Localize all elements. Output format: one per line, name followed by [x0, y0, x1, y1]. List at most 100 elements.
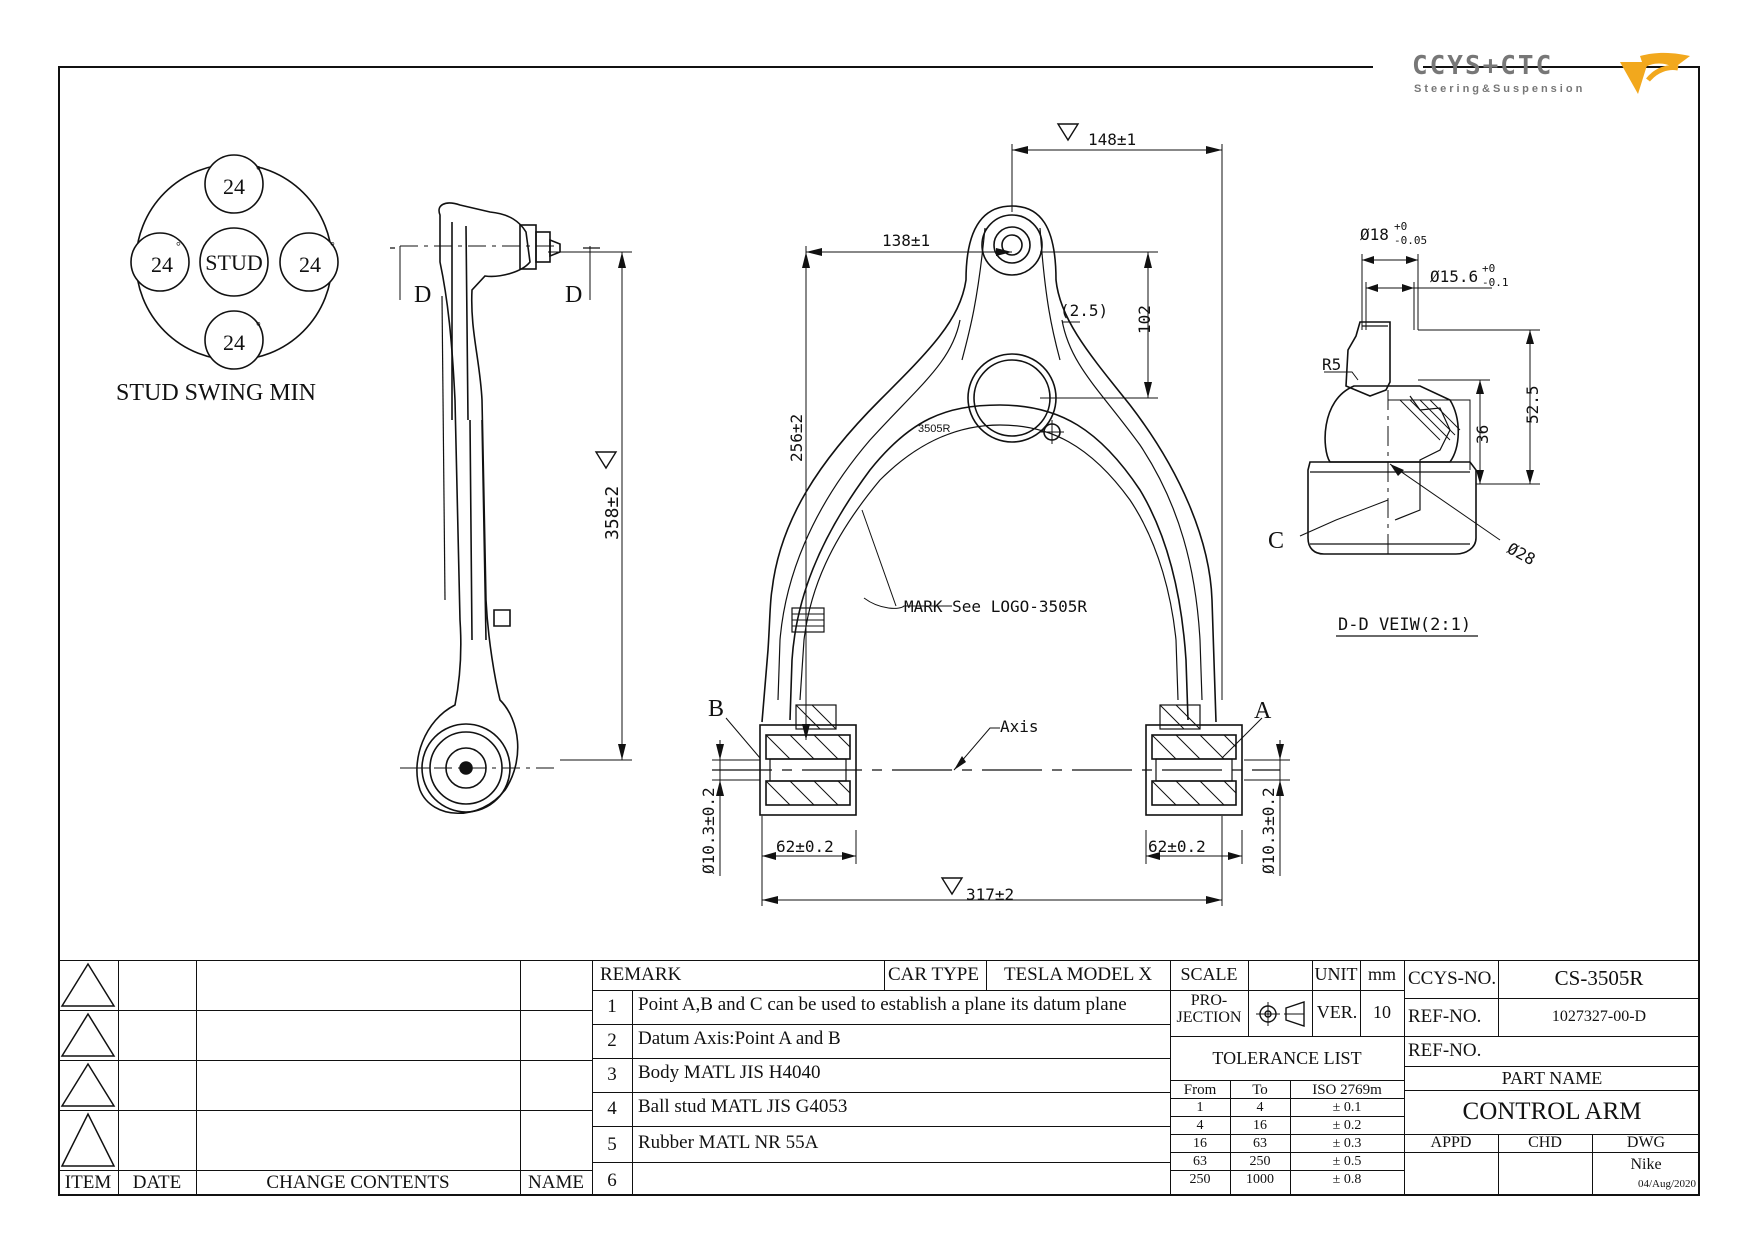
- swing-angle-left: 24: [151, 252, 173, 277]
- ver-value: 10: [1373, 1002, 1391, 1022]
- swing-angle-bottom: 24: [223, 330, 245, 355]
- dim-height-36: 36: [1473, 425, 1492, 444]
- side-view: D D 358±2: [390, 202, 632, 814]
- point-c-label: C: [1268, 528, 1284, 554]
- tol-value: ± 0.8: [1332, 1172, 1362, 1187]
- part-name-value: CONTROL ARM: [1462, 1098, 1642, 1125]
- ref-no-value: 1027327-00-D: [1551, 1008, 1647, 1025]
- ccys-no-label: CCYS-NO.: [1408, 968, 1497, 989]
- dim-ball-offset: 138±1: [882, 231, 930, 250]
- projection-label: PRO- JECTION: [1176, 992, 1242, 1026]
- dim-stud-dia-mid: Ø15.6: [1430, 267, 1478, 286]
- dwg-name: Nike: [1630, 1156, 1662, 1173]
- remark-num: 6: [607, 1170, 617, 1191]
- tolerance-title: TOLERANCE LIST: [1212, 1048, 1362, 1068]
- unit-value: mm: [1367, 964, 1396, 984]
- axis-label: Axis: [1000, 717, 1039, 736]
- tol-value: ± 0.2: [1332, 1118, 1362, 1133]
- remark-num: 3: [607, 1064, 617, 1085]
- tol-from: 4: [1196, 1118, 1204, 1133]
- ref-no-value-2: [1498, 1040, 1700, 1066]
- revision-triangles: [60, 962, 116, 1167]
- remark-num: 5: [607, 1134, 617, 1155]
- dim-fillet: (2.5): [1060, 301, 1108, 320]
- car-type-label: CAR TYPE: [888, 964, 979, 985]
- dim-overall-width: 317±2: [966, 885, 1014, 904]
- swing-angle-top: 24: [223, 174, 245, 199]
- dim-bush-dia-left: Ø10.3±0.2: [699, 787, 718, 874]
- tol-value: ± 0.5: [1332, 1154, 1362, 1169]
- ver-label: VER.: [1316, 1002, 1358, 1022]
- car-type-value: TESLA MODEL X: [1003, 964, 1153, 985]
- ref-no-label-2: REF-NO.: [1408, 1040, 1482, 1061]
- logo-tagline: Steering&Suspension: [1414, 83, 1585, 95]
- dim-top-width: 148±1: [1088, 130, 1136, 149]
- rev-header-change: CHANGE CONTENTS: [266, 1172, 450, 1193]
- logo-swoosh-icon: [1620, 52, 1690, 94]
- chd-label: CHD: [1528, 1134, 1562, 1151]
- tol-value: ± 0.1: [1332, 1100, 1362, 1115]
- stud-swing-diagram: STUD 24 24 24 24 ° ° ° ° STUD SWING MIN: [116, 154, 339, 406]
- dim-ball-height: 102: [1135, 305, 1154, 334]
- section-title: D-D VEIW(2:1): [1338, 615, 1471, 635]
- remark-num: 2: [607, 1030, 617, 1051]
- dim-radius: R5: [1322, 355, 1341, 374]
- dwg-date: 04/Aug/2020: [1637, 1178, 1696, 1190]
- dim-bush-width-right: 62±0.2: [1148, 837, 1206, 856]
- section-letter-left: D: [414, 282, 431, 308]
- dim-stud-dia-top: Ø18: [1360, 225, 1389, 244]
- length-dim: 358±2: [602, 486, 623, 540]
- remark-header: REMARK: [600, 964, 682, 985]
- appd-label: APPD: [1430, 1134, 1472, 1151]
- degree-mark: °: [256, 163, 261, 177]
- tol-upper: +0: [1482, 262, 1495, 275]
- unit-label: UNIT: [1314, 964, 1358, 984]
- bushing-right: [1145, 704, 1243, 816]
- part-name-label: PART NAME: [1501, 1068, 1603, 1088]
- dwg-label: DWG: [1626, 1134, 1666, 1151]
- rev-header-date: DATE: [132, 1172, 182, 1193]
- tol-from: 63: [1193, 1154, 1207, 1169]
- tol-header-from: From: [1183, 1082, 1217, 1098]
- point-a-label: A: [1254, 698, 1272, 724]
- remark-text: Datum Axis:Point A and B: [638, 1028, 841, 1049]
- remark-text: Point A,B and C can be used to establish…: [638, 994, 1127, 1015]
- ref-no-label: REF-NO.: [1408, 1006, 1482, 1027]
- tol-to: 250: [1249, 1154, 1271, 1169]
- border-gap: [1373, 62, 1423, 70]
- bushing-left: [759, 704, 857, 816]
- tb-top-line: [58, 960, 1700, 961]
- remark-num: 1: [607, 996, 617, 1017]
- tol-header-iso: ISO 2769m: [1312, 1082, 1382, 1098]
- scale-label: SCALE: [1180, 964, 1238, 984]
- sheet-border: [58, 66, 1700, 1196]
- logo-brand: CCYS+CTC: [1412, 51, 1553, 81]
- dim-height-52: 52.5: [1523, 385, 1542, 424]
- dim-height: 256±2: [787, 414, 806, 462]
- tol-upper: +0: [1394, 220, 1407, 233]
- degree-mark: °: [176, 239, 181, 253]
- tol-from: 1: [1196, 1100, 1204, 1115]
- tol-from: 16: [1193, 1136, 1207, 1151]
- technical-drawing: STUD 24 24 24 24 ° ° ° ° STUD SWING MIN: [116, 123, 1542, 906]
- stud-swing-title: STUD SWING MIN: [116, 380, 316, 406]
- tol-to: 4: [1256, 1100, 1264, 1115]
- dim-bush-width-left: 62±0.2: [776, 837, 834, 856]
- tol-lower: -0.1: [1482, 276, 1509, 289]
- tol-lower: -0.05: [1394, 234, 1427, 247]
- dim-housing-dia: Ø28: [1504, 539, 1538, 569]
- section-view: Ø18 +0 -0.05 Ø15.6 +0 -0.1 R5 36 52.5 Ø2…: [1268, 220, 1542, 637]
- ccys-no-value: CS-3505R: [1554, 966, 1644, 990]
- mark-note: MARK See LOGO-3505R: [904, 597, 1087, 616]
- degree-mark: °: [256, 319, 261, 333]
- rev-header-item: ITEM: [64, 1172, 112, 1193]
- swing-angle-right: 24: [299, 252, 321, 277]
- degree-mark: °: [330, 239, 335, 253]
- remark-text: [638, 1168, 1168, 1194]
- company-logo: CCYS+CTC Steering&Suspension: [1412, 51, 1690, 95]
- section-letter-right: D: [565, 282, 582, 308]
- tol-to: 63: [1253, 1136, 1267, 1151]
- main-view: 148±1 138±1 (2.5) 102 256±2 3505R MARK S…: [699, 123, 1290, 906]
- stud-label: STUD: [205, 250, 262, 275]
